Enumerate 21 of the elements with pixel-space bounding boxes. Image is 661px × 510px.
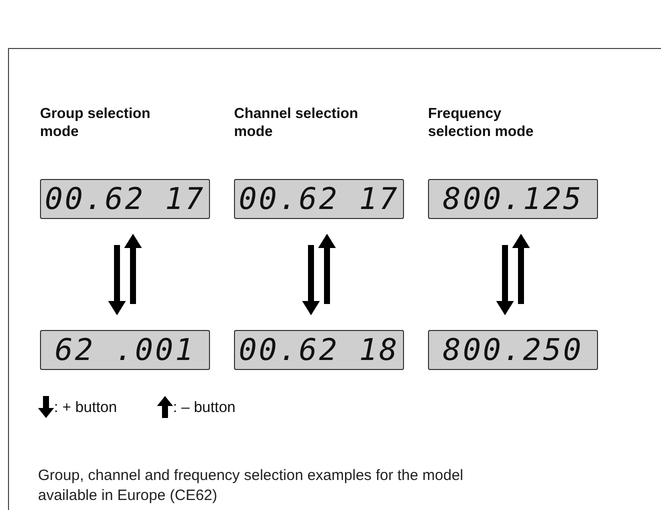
caption: Group, channel and frequency selection examples for the model available in Europe (CE62) (38, 466, 464, 506)
arrow (318, 234, 336, 304)
legend-text: : – button (172, 398, 236, 416)
display-reading: 800.125 (442, 182, 584, 216)
arrow (124, 234, 142, 304)
mode-heading: Group selection mode (40, 105, 152, 141)
mode-heading: Channel selection mode (234, 105, 360, 141)
display-reading: 62 .001 (54, 332, 196, 368)
display-reading: 00.62 17 (44, 182, 206, 216)
lcd-display (40, 330, 210, 370)
arrow (108, 245, 126, 316)
display-reading: 00.62 18 (238, 332, 400, 368)
legend-text: : + button (54, 398, 117, 416)
display-reading: 00.62 17 (238, 182, 400, 216)
lcd-display (428, 179, 598, 219)
mode-heading: Frequency selection mode (428, 105, 535, 141)
arrow (496, 245, 514, 316)
display-reading: 800.250 (442, 332, 584, 368)
arrow (512, 234, 530, 304)
arrow (302, 245, 320, 316)
lcd-display (428, 330, 598, 370)
